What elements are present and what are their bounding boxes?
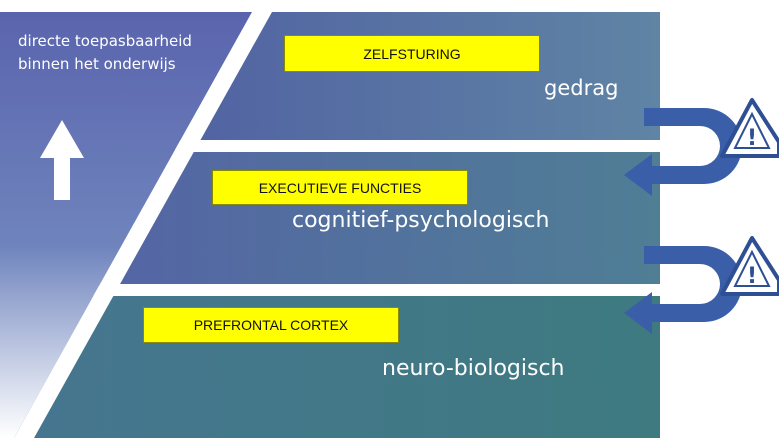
svg-text:!: ! [747, 126, 757, 151]
caption-line-2: binnen het onderwijs [18, 55, 176, 73]
left-column [0, 12, 252, 438]
divider-line-2 [96, 284, 660, 296]
caption-line-1: directe toepasbaarheid [18, 32, 192, 50]
tag-prefrontal-cortex: PREFRONTAL CORTEX [143, 307, 399, 343]
level-label-gedrag: gedrag [544, 76, 619, 100]
level-label-cognitief: cognitief-psychologisch [292, 208, 550, 233]
diagonal-divider [14, 12, 272, 438]
level-label-neuro: neuro-biologisch [382, 356, 565, 381]
svg-text:!: ! [747, 264, 757, 289]
feedback-arrow-icon [624, 246, 742, 334]
warning-icon: ! [720, 98, 779, 158]
feedback-arrow-icon [624, 108, 742, 196]
up-arrow-icon [40, 120, 84, 200]
divider-line-1 [177, 140, 660, 152]
tag-executieve-functies: EXECUTIEVE FUNCTIES [212, 170, 468, 205]
tag-zelfsturing: ZELFSTURING [284, 35, 540, 72]
warning-icon: ! [720, 236, 779, 296]
